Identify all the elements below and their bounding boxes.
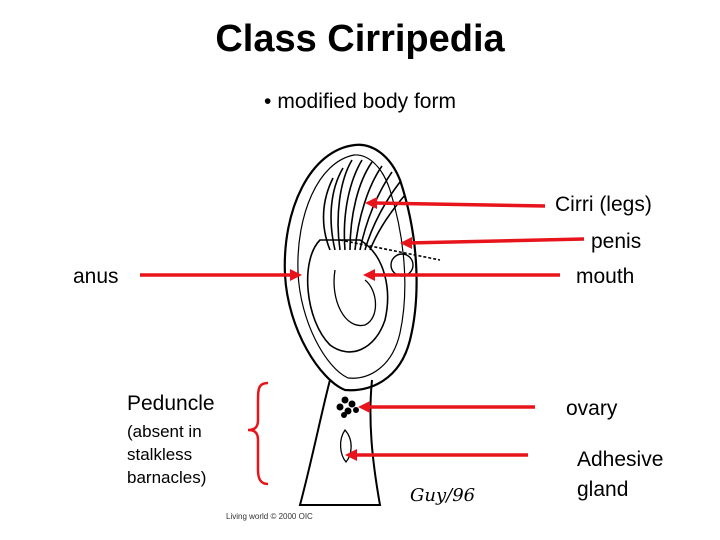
slide-title: Class Cirripedia — [215, 18, 505, 60]
peduncle-note-line: stalkless — [127, 445, 193, 464]
peduncle-note-line: barnacles) — [127, 468, 207, 487]
bullet-text: modified body form — [277, 90, 456, 113]
peduncle-bracket — [247, 381, 269, 486]
image-credit: Living world © 2000 OIC — [226, 512, 313, 521]
label-anus: anus — [73, 265, 119, 288]
adhesive-line: gland — [577, 478, 629, 501]
bullet-dot-icon: • — [264, 90, 272, 113]
label-cirri: Cirri (legs) — [555, 193, 652, 216]
label-adhesive-gland: Adhesive gland — [577, 445, 663, 505]
body-mass — [306, 239, 389, 353]
bullet-point: •modified body form — [0, 90, 720, 114]
label-ovary: ovary — [566, 397, 618, 420]
peduncle-note: (absent in stalkless barnacles) — [127, 420, 206, 489]
peduncle-outline — [298, 379, 382, 506]
adhesive-line: Adhesive — [577, 448, 664, 471]
label-arrows — [140, 197, 585, 461]
gut-loop — [333, 269, 377, 327]
ovary-cluster — [336, 396, 359, 418]
peduncle-note-line: (absent in — [127, 422, 202, 441]
capitulum-outline — [283, 143, 418, 392]
artist-signature: Guy/96 — [410, 485, 476, 506]
label-penis: penis — [591, 230, 642, 253]
mouth-structure — [390, 253, 414, 277]
adhesive-gland-structure — [339, 428, 352, 463]
capitulum-inner-outline — [297, 154, 406, 379]
label-mouth: mouth — [576, 265, 635, 288]
penis-structure — [339, 239, 441, 261]
label-peduncle: Peduncle — [127, 392, 215, 415]
